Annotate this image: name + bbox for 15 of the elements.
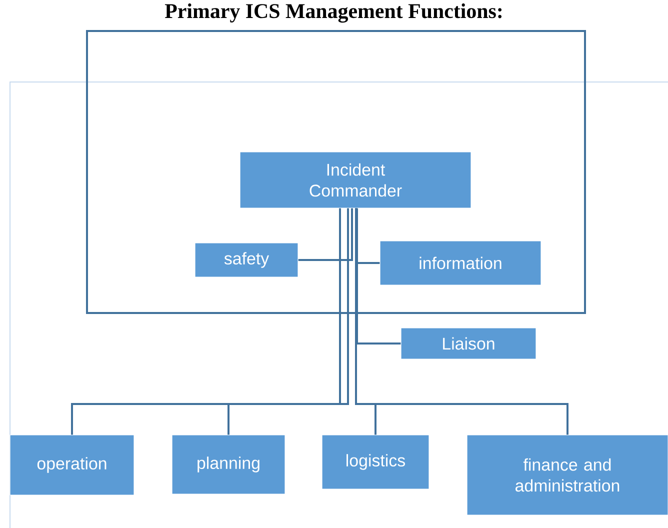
role-box: logistics <box>322 434 430 490</box>
title: Primary ICS Management Functions: <box>164 3 502 23</box>
role-box: operation <box>10 434 134 496</box>
role-box: safety <box>194 242 298 278</box>
connector-line <box>355 208 568 435</box>
role-box: information <box>380 240 542 286</box>
role-box: planning <box>172 434 286 494</box>
connector-line <box>356 208 401 344</box>
role-box: finance and administration <box>466 434 668 516</box>
role-box: Liaison <box>400 328 536 360</box>
role-box: Incident Commander <box>240 152 472 208</box>
connector-line <box>71 208 341 435</box>
connector-line <box>298 208 353 261</box>
group-frame <box>86 30 586 314</box>
connector-line <box>228 208 349 435</box>
